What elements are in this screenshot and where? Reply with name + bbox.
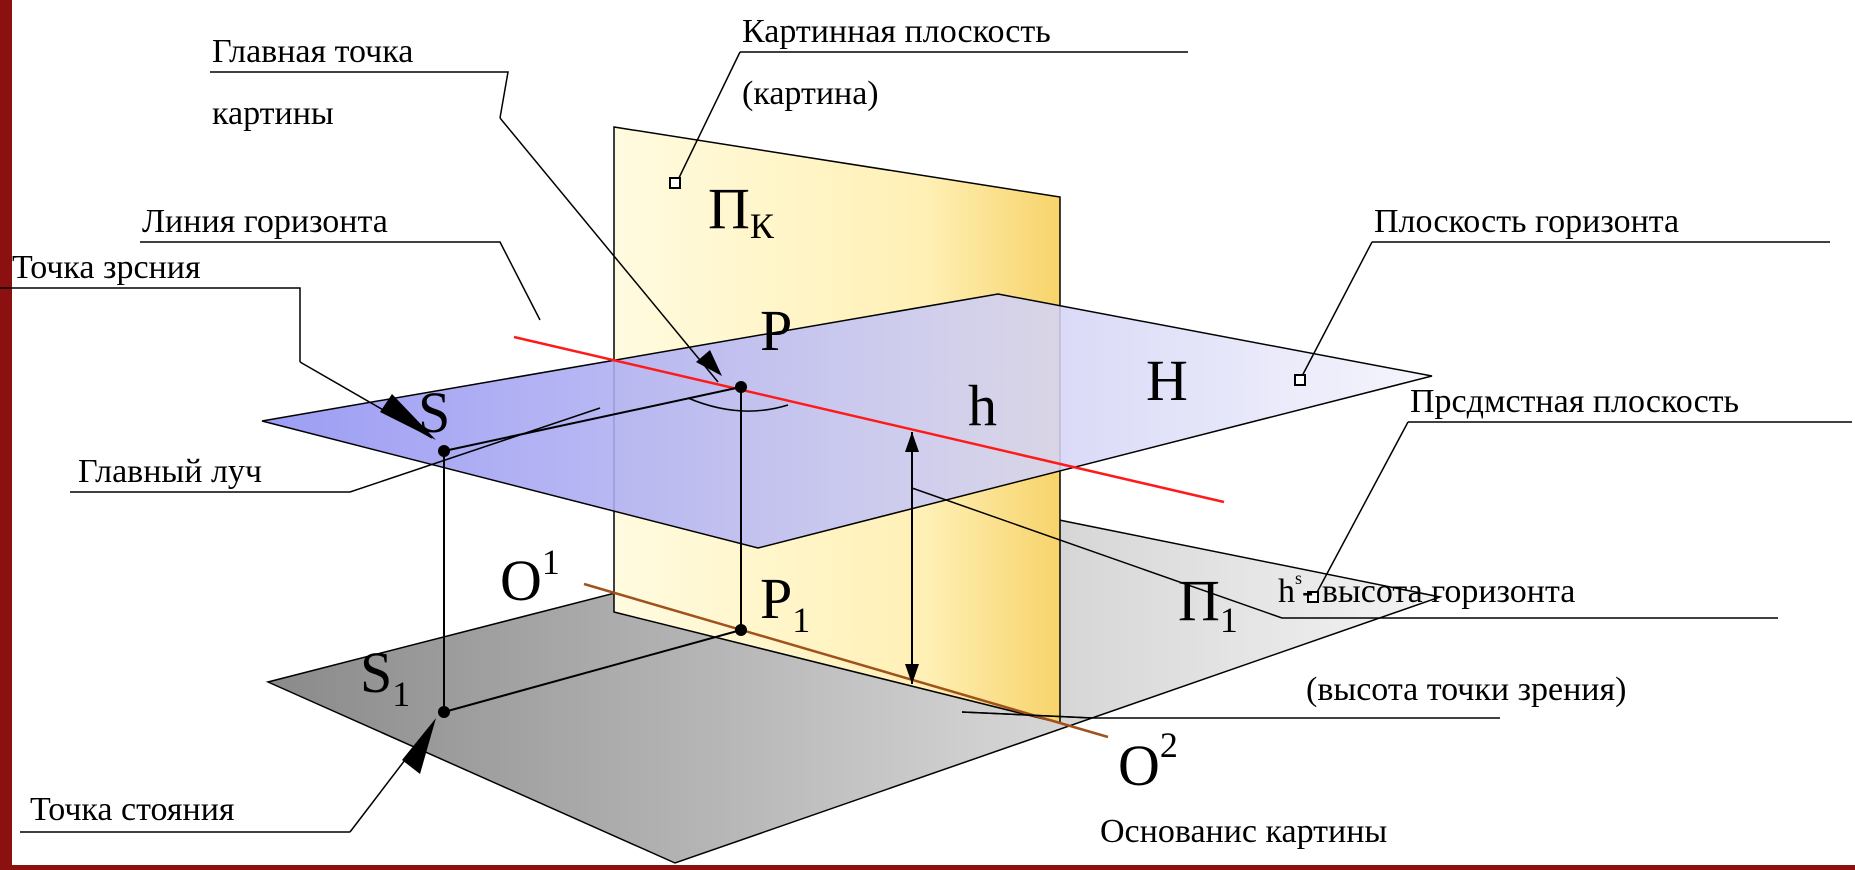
object-plane-label: Прсдмстная плоскость	[1410, 383, 1739, 420]
object-plane-leader	[1313, 421, 1409, 599]
o2-superscript: 2	[1160, 725, 1178, 765]
p1-symbol: P1	[760, 566, 810, 640]
picture-base-label: Основанис картины	[1100, 813, 1387, 850]
p1-subscript: 1	[792, 600, 810, 640]
object-plane	[265, 501, 1443, 864]
pk-subscript: К	[750, 206, 775, 246]
pk-symbol: ПК	[708, 176, 775, 246]
pi1-symbol: П1	[1178, 568, 1238, 640]
main-ray-label: Главный луч	[78, 453, 262, 490]
main-ray-line	[443, 386, 742, 452]
horizon-line	[513, 335, 1225, 504]
horizon-height-alt-label: (высота точки зрения)	[1306, 671, 1626, 708]
horizon-height-text: - высота горизонта	[1302, 573, 1575, 610]
main-point-label-2: картины	[212, 95, 334, 132]
p-symbol: P	[760, 298, 792, 363]
picture-base-line	[583, 582, 1109, 739]
horizon-plane	[261, 293, 1433, 549]
view-point-arrowhead	[380, 394, 436, 440]
horizon-plane-marker	[1294, 374, 1306, 386]
picture-plane-leader	[675, 51, 741, 185]
horizon-height-symbol: h	[1278, 573, 1295, 610]
main-point-underline	[210, 71, 509, 119]
o2-letter: O	[1118, 733, 1160, 798]
pk-letter: П	[708, 176, 750, 241]
o1-letter: O	[500, 548, 542, 613]
H-symbol: H	[1146, 348, 1188, 413]
point-p1	[735, 624, 747, 636]
point-p	[735, 381, 747, 393]
height-arrow-bottom	[905, 664, 919, 684]
horizon-height-leader	[911, 487, 1778, 619]
o1-symbol: O1	[500, 542, 560, 613]
p1-letter: P	[760, 566, 792, 631]
right-angle-arc	[687, 397, 789, 412]
point-s	[438, 445, 450, 457]
station-point-label: Точка стояния	[30, 791, 235, 828]
main-point-leader	[499, 117, 719, 383]
horizon-plane-label: Плоскость горизонта	[1374, 203, 1679, 240]
o2-symbol: O2	[1118, 725, 1178, 798]
main-point-label-1: Главная точка	[212, 33, 413, 70]
horizon-plane-leader	[1299, 241, 1373, 381]
picture-plane-label: Картинная плоскость	[742, 13, 1051, 50]
o1-superscript: 1	[542, 542, 560, 582]
picture-plane-marker	[669, 177, 681, 189]
height-arrow-top	[905, 432, 919, 452]
pi1-subscript: 1	[1220, 600, 1238, 640]
s-symbol: S	[418, 380, 450, 445]
picture-base-leader-2	[961, 711, 1093, 719]
h-symbol: h	[968, 373, 997, 438]
point-s1	[438, 706, 450, 718]
horizon-height-label: hs- высота горизонта	[1278, 568, 1575, 610]
s1-letter: S	[360, 640, 392, 705]
horizon-line-label: Линия горизонта	[142, 203, 388, 240]
horizon-height-sup: s	[1295, 568, 1302, 588]
object-plane-marker	[1307, 591, 1319, 603]
horizon-line-leader	[140, 241, 541, 321]
main-ray-leader	[70, 407, 601, 493]
ground-ray-line	[443, 629, 742, 713]
view-point-underline	[0, 287, 301, 362]
view-point-label: Точка зрсния	[12, 249, 201, 286]
s1-subscript: 1	[392, 674, 410, 714]
pi1-letter: П	[1178, 568, 1220, 633]
station-point-arrowhead	[402, 718, 436, 774]
s1-symbol: S1	[360, 640, 410, 714]
picture-plane-alt-label: (картина)	[742, 75, 879, 112]
main-point-arrowhead	[696, 350, 722, 376]
